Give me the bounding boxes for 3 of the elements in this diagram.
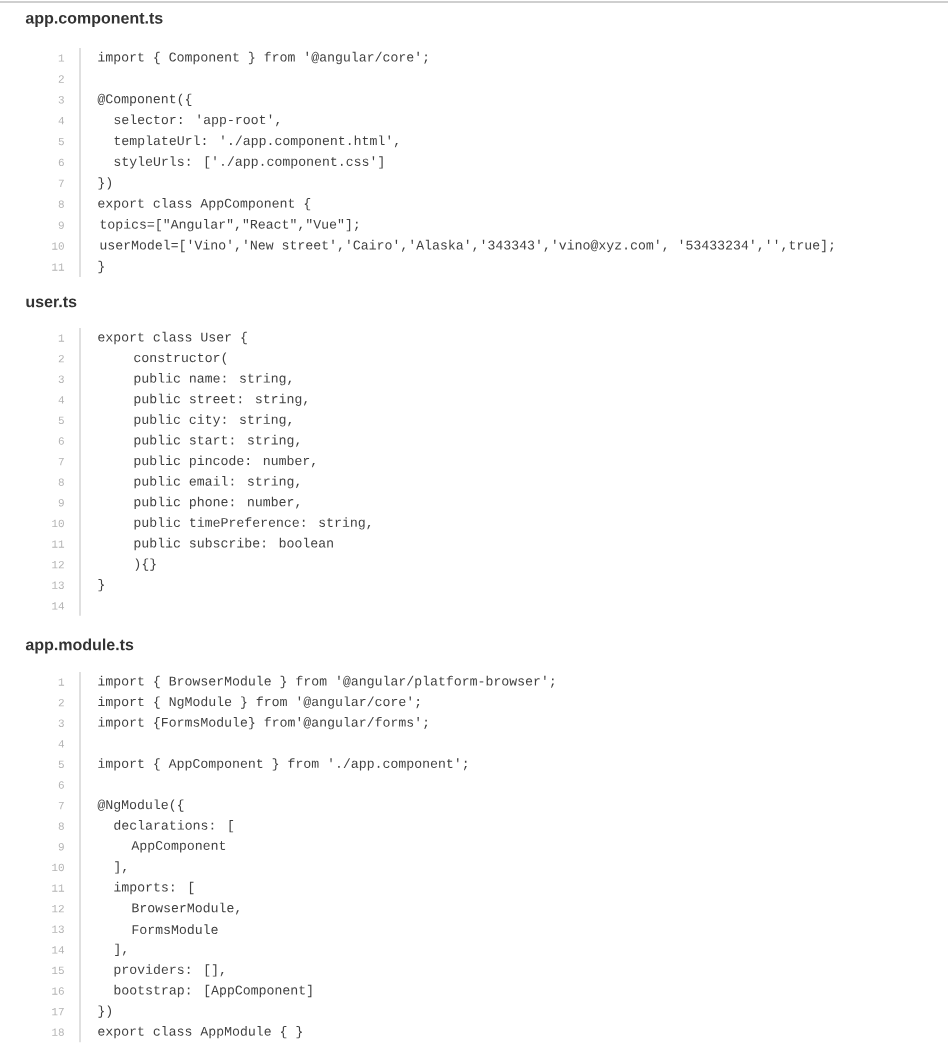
file-name-heading: app.module.ts: [25, 638, 134, 654]
file-name-heading: app.component.ts: [25, 13, 163, 27]
file-name-heading: user.ts: [26, 296, 77, 308]
